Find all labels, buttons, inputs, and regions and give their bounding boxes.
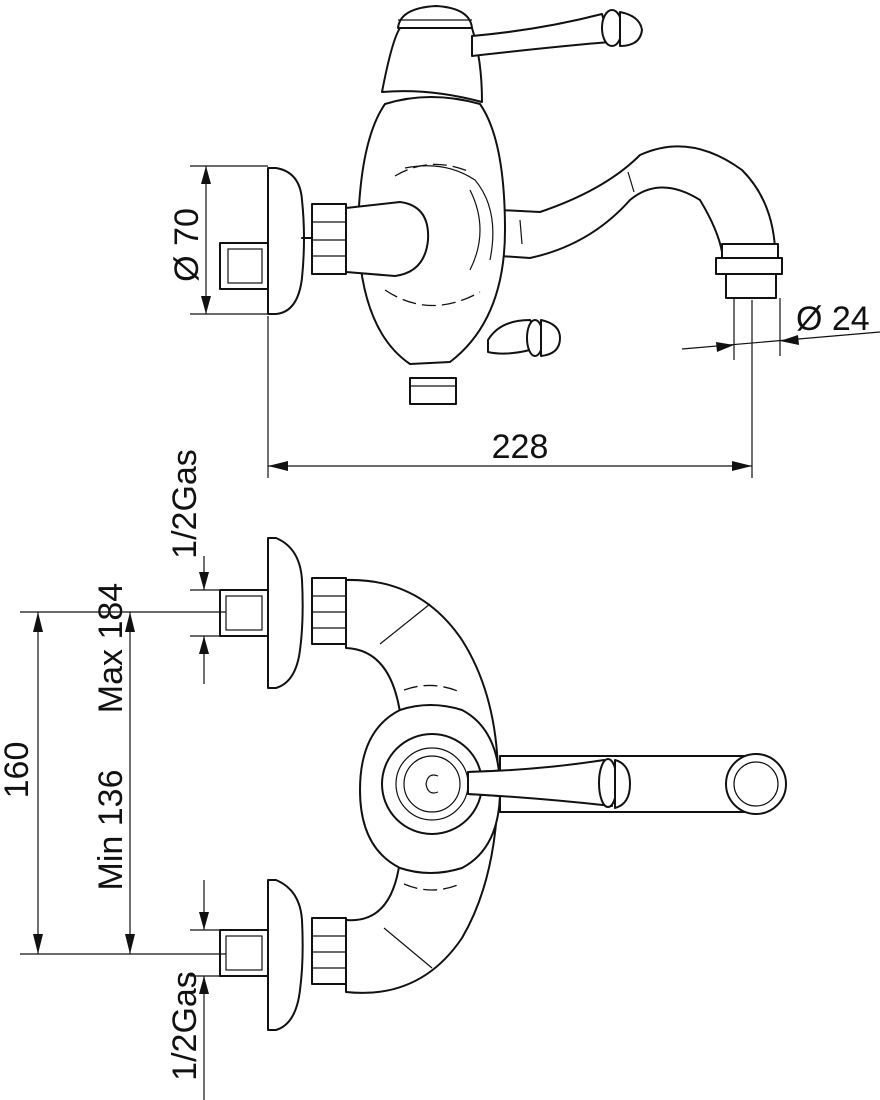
dimension-spacing-160: 160 [0,611,226,955]
upper-flange [267,537,304,689]
front-view: 1/2Gas 1/2Gas 160 Max 184 Min [0,449,787,1100]
side-view: Ø 70 Ø 24 228 [168,5,880,478]
length-228-label: 228 [492,428,549,466]
diameter-24-label: Ø 24 [796,300,870,338]
min-136-label: Min 136 [92,770,130,891]
wall-flange [267,167,305,315]
cartridge-cap [381,27,483,103]
front-lever [345,201,430,277]
gas-top-label: 1/2Gas [166,449,204,559]
lower-nut [311,917,347,985]
bottom-outlet [409,377,457,405]
diameter-70-label: Ø 70 [168,208,206,282]
max-184-label: Max 184 [92,583,130,713]
aerator [715,257,783,275]
dimension-max-min: Max 184 Min 136 [92,583,135,954]
dimension-gas-top: 1/2Gas [166,449,220,684]
top-handle [471,13,611,57]
upper-nut [311,577,347,645]
inlet-connector [219,242,269,290]
spout [499,145,776,259]
dimension-diameter-70: Ø 70 [168,165,268,315]
upper-inlet [219,589,269,637]
dimension-gas-bottom: 1/2Gas [166,880,220,1100]
dimension-diameter-24: Ø 24 [681,298,880,360]
gas-bottom-label: 1/2Gas [166,971,204,1081]
lower-inlet [219,929,269,977]
dimension-length-228: 228 [267,300,753,478]
hex-nut [311,203,347,275]
lower-flange [267,879,304,1031]
spacing-160-label: 160 [0,742,36,799]
